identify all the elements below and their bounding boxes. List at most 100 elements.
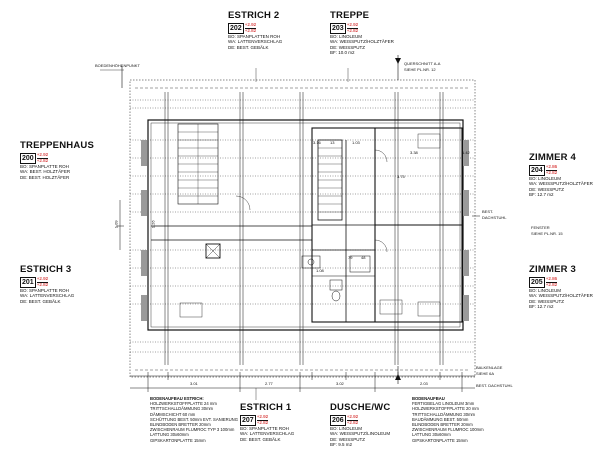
dim-bottom-4: 2.03 xyxy=(420,381,428,386)
note-line: BLINDBODEN BRETTER 20mm xyxy=(150,422,211,428)
room-number: 201 xyxy=(20,276,36,288)
note-line: LATTUNG 30x60mm xyxy=(150,432,189,438)
note-line: DÄMMSCHICHT 60 mm xyxy=(150,411,196,417)
room-wall-finish: WA: WEISSPUTZ/HOLZTÄFER xyxy=(330,39,394,45)
room-wall-finish: WA: LATTENVERSCHLAG xyxy=(20,293,75,299)
room-name: DUSCHE/WC xyxy=(330,402,391,413)
room-floor-finish: BO: SPANPLATTE ROH xyxy=(240,425,289,431)
room-height-top: +2.92 xyxy=(256,413,269,421)
room-floor-finish: BO: LINOLEUM xyxy=(330,33,363,39)
dim-left-2: 1.26 xyxy=(150,220,156,229)
note-line: SCHÜTTUNG BEST. 50mm EVT. SANIERUNG xyxy=(150,416,238,422)
note-line: GIPSKARTONPLATTE 15mm xyxy=(412,437,468,443)
room-number: 207 xyxy=(240,414,256,426)
room-label-estrich-3: ESTRICH 3 201 +2.92+2.82 BO: SPANPLATTE … xyxy=(20,265,74,304)
note-line: BLINDBODEN BRETTER 20mm xyxy=(412,422,473,428)
room-height-bottom: +2.82 xyxy=(36,281,49,287)
dim-e: 1.42 xyxy=(462,150,470,155)
room-name: ESTRICH 1 xyxy=(240,402,292,413)
room-floor-finish: BO: SPANPLATTE ROH xyxy=(20,287,69,293)
room-height-top: +2.86 xyxy=(545,163,558,171)
room-ceiling-finish: DE: WEISSPUTZ xyxy=(330,436,366,442)
room-floor-finish: BO: LINOLEUM xyxy=(330,425,363,431)
room-ceiling-finish: DE: BEST. GEBÄLK xyxy=(240,436,281,442)
dim-i: 1.08 xyxy=(316,268,324,273)
room-area: BF: 9.5 m2 xyxy=(330,442,353,448)
dim-bottom-2: 2.77 xyxy=(265,381,273,386)
note-line: HOLZWERKSTOFFPLATTE 24 mm xyxy=(150,401,217,407)
room-label-estrich-2: ESTRICH 2 202 +2.92+2.82 BO: SPANPLATTEN… xyxy=(228,11,282,50)
dim-bottom-3: 3.02 xyxy=(336,381,344,386)
label-best-dach: BEST. DACHSTUHL xyxy=(476,383,513,388)
note-line: FERTIGBELAG LINOLEUM 3mm xyxy=(412,401,475,407)
room-number: 204 xyxy=(529,164,545,176)
room-area: BF: 10.0 m2 xyxy=(330,50,355,56)
room-area: BF: 12.7 m2 xyxy=(529,304,554,310)
room-name: ZIMMER 4 xyxy=(529,152,576,163)
room-height-top: +2.92 xyxy=(36,151,49,159)
room-height-bottom: +2.82 xyxy=(346,419,359,425)
note-line: BAUDÄMMUNG BEST. 50mm xyxy=(412,416,469,422)
room-floor-finish: BO: LINOLEUM xyxy=(529,175,562,181)
room-wall-finish: WA: LATTENVERSCHLAG xyxy=(228,39,283,45)
room-height-bottom: +2.82 xyxy=(545,169,558,175)
room-height-bottom: +2.82 xyxy=(346,27,359,33)
room-height-top: +2.92 xyxy=(36,275,49,283)
dim-b: 13 xyxy=(330,140,335,145)
room-label-dusche-wc: DUSCHE/WC 206 +2.92+2.82 BO: LINOLEUM WA… xyxy=(330,403,390,448)
label-querschnitt-ref: SIEHE PL.NR. 12 xyxy=(404,67,436,72)
dim-a: 3.16 xyxy=(313,140,321,145)
room-label-estrich-1: ESTRICH 1 207 +2.92+2.82 BO: SPANPLATTE … xyxy=(240,403,294,442)
room-height-bottom: +2.82 xyxy=(545,281,558,287)
room-floor-finish: BO: LINOLEUM xyxy=(529,287,562,293)
room-wall-finish: WA: WEISSPUTZ/HOLZTÄFER xyxy=(529,181,593,187)
note-line: LATTUNG 30x60mm xyxy=(412,432,451,438)
room-ceiling-finish: DE: WEISSPUTZ xyxy=(529,186,565,192)
room-ceiling-finish: DE: BEST. HOLZTÄFER xyxy=(20,174,70,180)
room-name: ZIMMER 3 xyxy=(529,264,576,275)
room-height-top: +2.92 xyxy=(346,21,359,29)
room-height-bottom: +2.82 xyxy=(256,419,269,425)
dim-h: 48 xyxy=(361,255,366,260)
note-line: TRITTSCHALLDÄMMUNG 30mm xyxy=(150,406,214,412)
room-area: BF: 12.7 m2 xyxy=(529,192,554,198)
room-height-top: +2.92 xyxy=(244,21,257,29)
note-line: TRITTSCHALLDÄMMUNG 30mm xyxy=(412,411,476,417)
room-label-treppenhaus: TREPPENHAUS 200 +2.92+2.82 BO: SPANPLATT… xyxy=(20,141,94,180)
room-ceiling-finish: DE: BEST. GEBÄLK xyxy=(20,298,61,304)
room-name: TREPPE xyxy=(330,10,370,21)
room-ceiling-finish: DE: WEISSPUTZ xyxy=(330,44,366,50)
note-line: GIPSKARTONPLATTE 15mm xyxy=(150,437,206,443)
note-bodenaufbau: BODENAUFBAU FERTIGBELAG LINOLEUM 3mm HOL… xyxy=(412,396,484,443)
room-floor-finish: BO: SPANPLATTEN ROH xyxy=(228,33,281,39)
room-height-top: +2.86 xyxy=(545,275,558,283)
dim-d: 3.38 xyxy=(410,150,418,155)
note-heading: BODENAUFBAU xyxy=(412,396,445,401)
label-balkenlage-ref: SIEHE 6A xyxy=(476,371,495,376)
room-wall-finish: WA: LATTENVERSCHLAG xyxy=(240,431,295,437)
room-name: ESTRICH 2 xyxy=(228,10,280,21)
room-ceiling-finish: DE: BEST. GEBÄLK xyxy=(228,44,269,50)
label-balkenlage: BALKENLAGE xyxy=(476,365,503,370)
room-name: ESTRICH 3 xyxy=(20,264,72,275)
label-fenster: FENSTER xyxy=(531,225,550,230)
dim-left-1: 1.09 xyxy=(113,220,119,229)
note-line: ZWISCHENRAUM FLUMROC TYP 3 100mm xyxy=(150,427,235,433)
note-line: HOLZWERKSTOFFPLATTE 20 mm xyxy=(412,406,479,412)
room-height-bottom: +2.82 xyxy=(36,157,49,163)
label-querschnitt: QUERSCHNITT A-A xyxy=(404,61,441,66)
label-dachstuhl: DACHSTUHL xyxy=(482,215,507,220)
room-number: 206 xyxy=(330,414,346,426)
room-label-treppe: TREPPE 203 +2.92+2.82 BO: LINOLEUM WA: W… xyxy=(330,11,394,56)
room-label-zimmer-4: ZIMMER 4 204 +2.86+2.82 BO: LINOLEUM WA:… xyxy=(529,153,593,198)
note-line: ZWISCHENRAUM FLUMROC 100mm xyxy=(412,427,484,433)
dim-f: 3.75 xyxy=(397,174,405,179)
room-label-zimmer-3: ZIMMER 3 205 +2.86+2.82 BO: LINOLEUM WA:… xyxy=(529,265,593,310)
note-bodenaufbau-estrich: BODENAUFBAU ESTRICH: HOLZWERKSTOFFPLATTE… xyxy=(150,396,238,443)
room-wall-finish: WA: WEISSPUTZ/HOLZTÄFER xyxy=(529,293,593,299)
room-wall-finish: WA: BEST. HOLZTÄFER xyxy=(20,169,71,175)
room-floor-finish: BO: SPANPLATTE ROH xyxy=(20,163,69,169)
label-fenster-ref: SIEHE PL.NR. 15 xyxy=(531,231,563,236)
room-name: TREPPENHAUS xyxy=(20,140,94,151)
dim-c: 1.03 xyxy=(352,140,360,145)
